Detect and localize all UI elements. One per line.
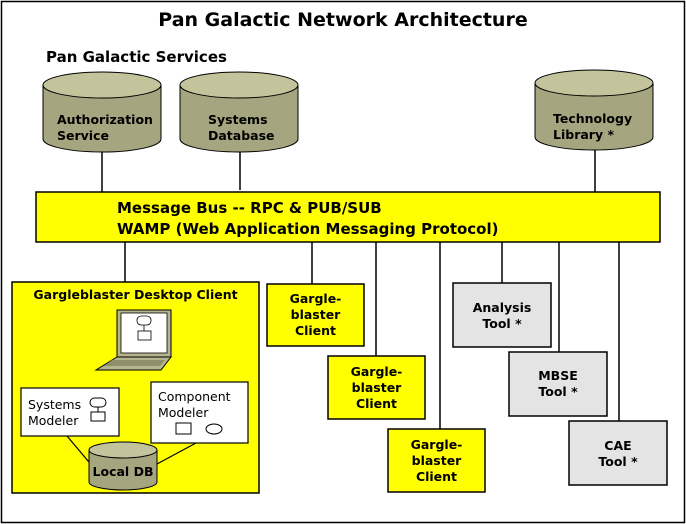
cae-tool-label: CAE Tool * (598, 438, 638, 469)
desktop-client-heading: Gargleblaster Desktop Client (33, 287, 238, 302)
systems-database-label: Systems Database (208, 112, 275, 143)
technology-library-label: Technology Library * (553, 111, 633, 142)
analysis-tool-label: Analysis Tool * (472, 300, 532, 331)
services-heading: Pan Galactic Services (46, 48, 227, 66)
client-label-3: Gargle- blaster Client (410, 437, 463, 484)
technology-library-db (534, 69, 654, 151)
message-bus-box (35, 191, 661, 243)
systems-database-db (179, 71, 299, 153)
mbse-tool-box (508, 351, 608, 417)
local-db-label: Local DB (92, 464, 154, 479)
client-box-3 (387, 428, 486, 493)
laptop-icon (94, 309, 173, 371)
bus-connectors (124, 242, 620, 429)
systems-modeler-label: Systems Modeler (28, 397, 82, 428)
mbse-tool-label: MBSE Tool * (538, 368, 578, 399)
client-box-1 (266, 283, 365, 347)
diagram-title: Pan Galactic Network Architecture (158, 9, 528, 31)
service-connectors (101, 150, 596, 192)
authorization-service-db (42, 71, 162, 153)
message-bus-line2: WAMP (Web Application Messaging Protocol… (117, 220, 499, 238)
message-bus-label: Message Bus -- RPC & PUB/SUB WAMP (Web A… (117, 198, 498, 240)
authorization-service-label: Authorization Service (57, 112, 153, 143)
component-modeler-box (150, 381, 249, 444)
component-modeler-icon (175, 422, 223, 435)
message-bus-line1: Message Bus -- RPC & PUB/SUB (117, 199, 382, 217)
component-modeler-label: Component Modeler (158, 389, 231, 420)
client-label-2: Gargle- blaster Client (350, 364, 403, 411)
analysis-tool-box (452, 282, 552, 348)
client-box-2 (327, 355, 426, 420)
systems-modeler-icon (89, 397, 107, 422)
cae-tool-box (568, 420, 668, 486)
local-db-cylinder (88, 441, 158, 491)
client-label-1: Gargle- blaster Client (289, 291, 342, 338)
